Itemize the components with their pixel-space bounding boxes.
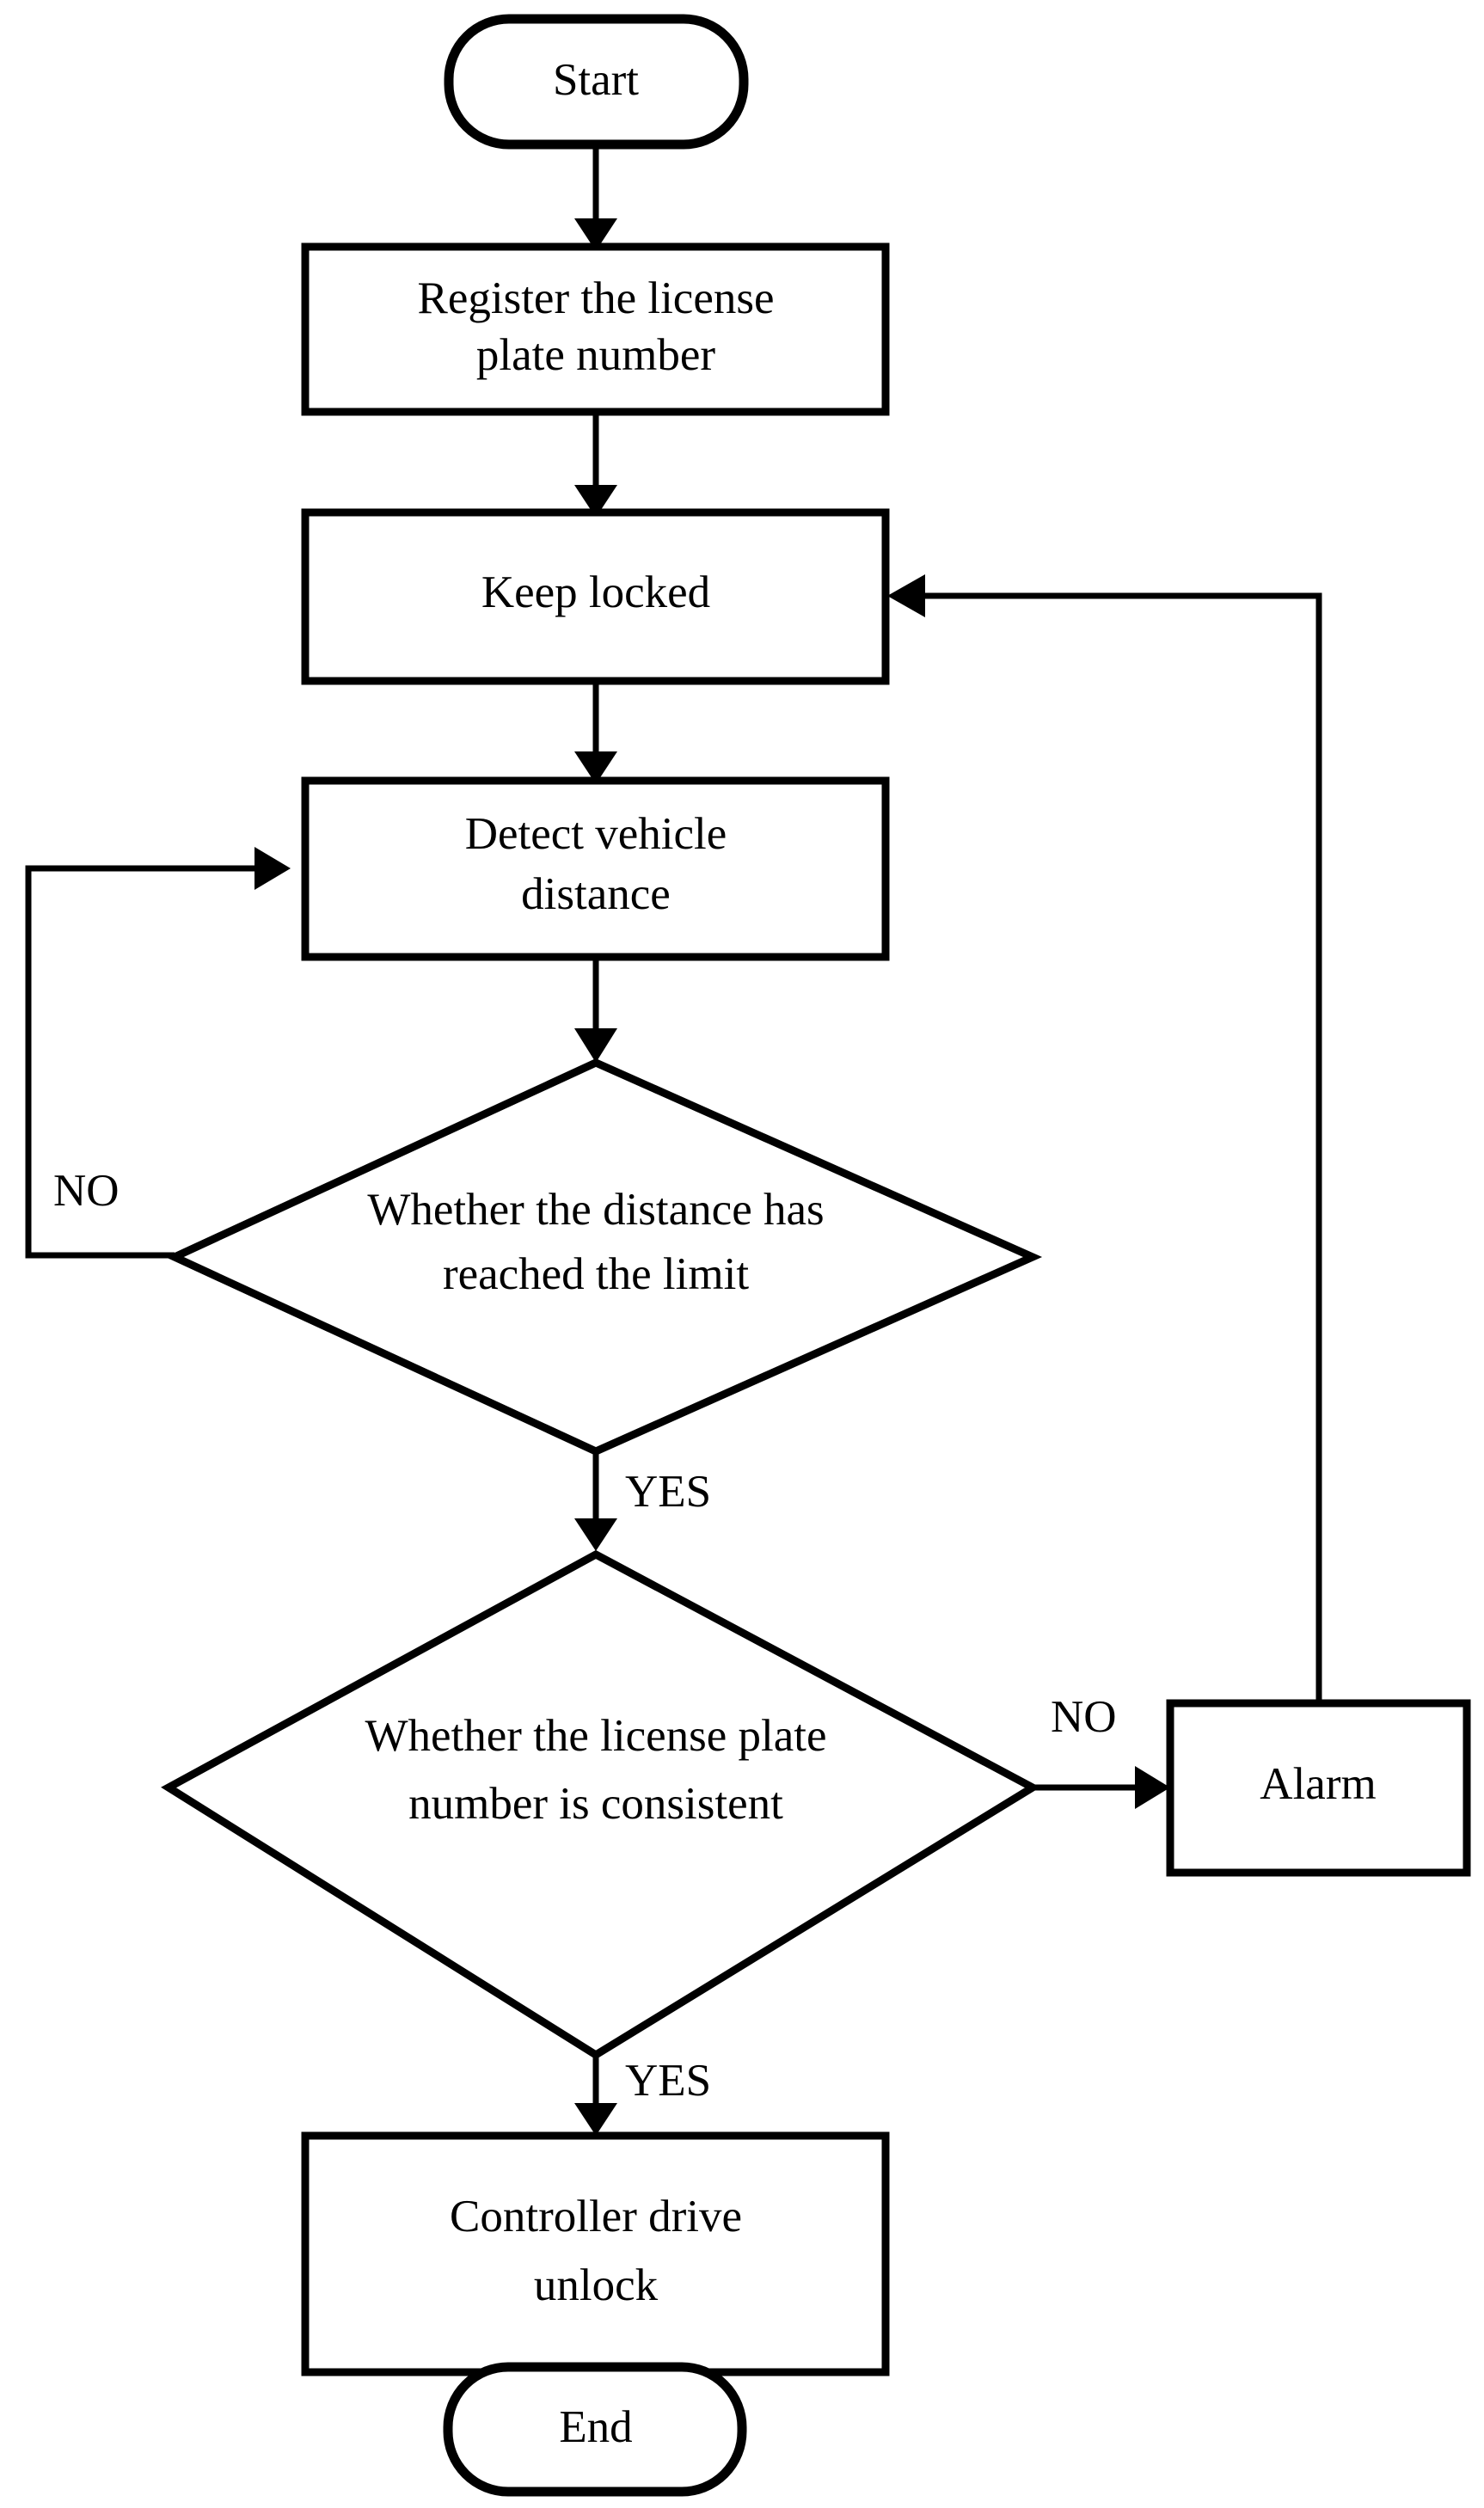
edge-start-to-register	[574, 144, 617, 251]
arrowhead-icon	[887, 574, 925, 617]
edge-alarm-to-keeplocked	[887, 574, 1322, 1703]
node-register-label-line2: plate number	[476, 330, 715, 380]
node-end-label: End	[559, 2402, 632, 2452]
node-detect-label-line1: Detect vehicle	[465, 809, 727, 859]
arrowhead-icon	[574, 218, 617, 251]
node-alarm-label: Alarm	[1260, 1759, 1376, 1809]
arrowhead-icon	[574, 485, 617, 518]
arrowhead-icon	[574, 1028, 617, 1063]
node-controller-label-line1: Controller drive	[450, 2192, 742, 2241]
edge-decision-plate-yes	[574, 2055, 617, 2136]
node-controller-drive-unlock[interactable]: Controller drive unlock	[301, 2131, 890, 2376]
arrowhead-icon	[254, 847, 291, 890]
edge-register-to-keeplocked	[574, 412, 617, 518]
edge-label-distance-yes: YES	[625, 1467, 711, 1517]
edge-label-plate-no: NO	[1051, 1692, 1117, 1742]
node-keep-locked[interactable]: Keep locked	[301, 508, 890, 685]
node-register-label-line1: Register the license	[417, 273, 774, 323]
edge-keeplocked-to-detect	[574, 681, 617, 784]
node-decision-distance-label-line2: reached the limit	[443, 1249, 749, 1299]
edge-label-distance-no: NO	[53, 1166, 120, 1216]
arrowhead-icon	[574, 751, 617, 784]
node-decision-distance-label-line1: Whether the distance has	[367, 1185, 824, 1235]
node-register-license-plate[interactable]: Register the license plate number	[301, 242, 890, 416]
node-decision-plate-label-line2: number is consistent	[408, 1779, 783, 1829]
edge-decision-distance-yes	[574, 1451, 617, 1551]
node-detect-label-line2: distance	[521, 869, 671, 919]
node-end[interactable]: End	[443, 2362, 747, 2497]
node-detect-vehicle-distance[interactable]: Detect vehicle distance	[301, 776, 890, 961]
node-decision-distance-limit[interactable]: Whether the distance has reached the lim…	[165, 1058, 1043, 1456]
node-start[interactable]: Start	[444, 14, 749, 150]
edge-detect-to-decision-distance	[574, 957, 617, 1063]
edge-decision-distance-no-loop	[25, 847, 291, 1259]
node-alarm[interactable]: Alarm	[1166, 1699, 1471, 1877]
edge-decision-plate-no	[1033, 1766, 1170, 1809]
node-decision-plate-consistent[interactable]: Whether the license plate number is cons…	[161, 1549, 1041, 2060]
node-keep-locked-label: Keep locked	[481, 567, 710, 617]
node-decision-plate-label-line1: Whether the license plate	[365, 1711, 826, 1761]
arrowhead-icon	[574, 2103, 617, 2136]
node-start-label: Start	[553, 55, 639, 105]
node-controller-label-line2: unlock	[534, 2260, 659, 2310]
edge-label-plate-yes: YES	[625, 2056, 711, 2106]
arrowhead-icon	[574, 1518, 617, 1551]
arrowhead-icon	[1135, 1766, 1170, 1809]
